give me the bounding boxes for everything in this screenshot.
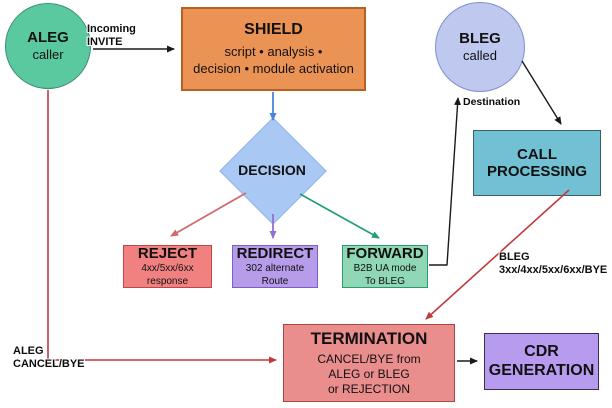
bleg-response-line2: 3xx/4xx/5xx/6xx/BYE <box>499 264 608 277</box>
node-reject: REJECT 4xx/5xx/6xx response <box>123 245 212 288</box>
edge-bleg-to-call-processing <box>521 60 562 125</box>
node-redirect: REDIRECT 302 alternate Route <box>232 245 318 288</box>
edge-decision-to-forward <box>299 193 380 239</box>
termination-desc-line3: or REJECTION <box>327 382 410 397</box>
shield-desc-line1: script • analysis • <box>224 44 323 60</box>
node-call-processing: CALL PROCESSING <box>473 130 601 196</box>
reject-desc-line1: 4xx/5xx/6xx <box>141 263 194 275</box>
incoming-invite-line1: Incoming <box>87 23 136 35</box>
edge-forward-to-bleg <box>429 97 462 266</box>
forward-desc-line2: To BLEG <box>364 276 406 288</box>
call-processing-title: CALL PROCESSING <box>486 145 588 180</box>
aleg-cancel-line2: CANCEL/BYE <box>13 358 85 371</box>
termination-desc-line2: ALEG or BLEG <box>328 367 410 382</box>
decision-title: DECISION <box>238 162 306 178</box>
edge-decision-to-reject <box>170 192 247 237</box>
termination-desc-line1: CANCEL/BYE from <box>317 352 421 367</box>
node-termination: TERMINATION CANCEL/BYE from ALEG or BLEG… <box>283 324 455 402</box>
termination-title: TERMINATION <box>310 328 428 348</box>
aleg-title: ALEG <box>27 29 69 47</box>
shield-desc-line2: decision • module activation <box>193 60 354 76</box>
bleg-response-line1: BLEG <box>499 251 530 263</box>
reject-desc-line2: response <box>146 276 189 288</box>
node-cdr-generation: CDR GENERATION <box>484 333 599 390</box>
label-destination: Destination <box>463 96 521 108</box>
node-forward: FORWARD B2B UA mode To BLEG <box>342 245 428 288</box>
redirect-desc-line2: Route <box>261 276 289 288</box>
aleg-cancel-line1: ALEG <box>13 345 44 357</box>
bleg-subtitle: called <box>463 47 497 63</box>
node-bleg-called: BLEG called <box>435 2 525 92</box>
forward-title: FORWARD <box>346 244 424 262</box>
bleg-title: BLEG <box>459 30 501 48</box>
reject-title: REJECT <box>137 244 198 262</box>
node-aleg-caller: ALEG caller <box>5 3 91 89</box>
cdr-generation-title: CDR GENERATION <box>488 343 595 379</box>
incoming-invite-line2: INVITE <box>87 36 123 49</box>
node-shield: SHIELD script • analysis • decision • mo… <box>181 7 366 91</box>
redirect-desc-line1: 302 alternate <box>245 263 305 275</box>
forward-desc-line1: B2B UA mode <box>353 263 417 275</box>
shield-title: SHIELD <box>244 21 303 39</box>
aleg-subtitle: caller <box>32 46 64 62</box>
edge-aleg-to-termination <box>47 90 277 364</box>
redirect-title: REDIRECT <box>236 244 314 262</box>
